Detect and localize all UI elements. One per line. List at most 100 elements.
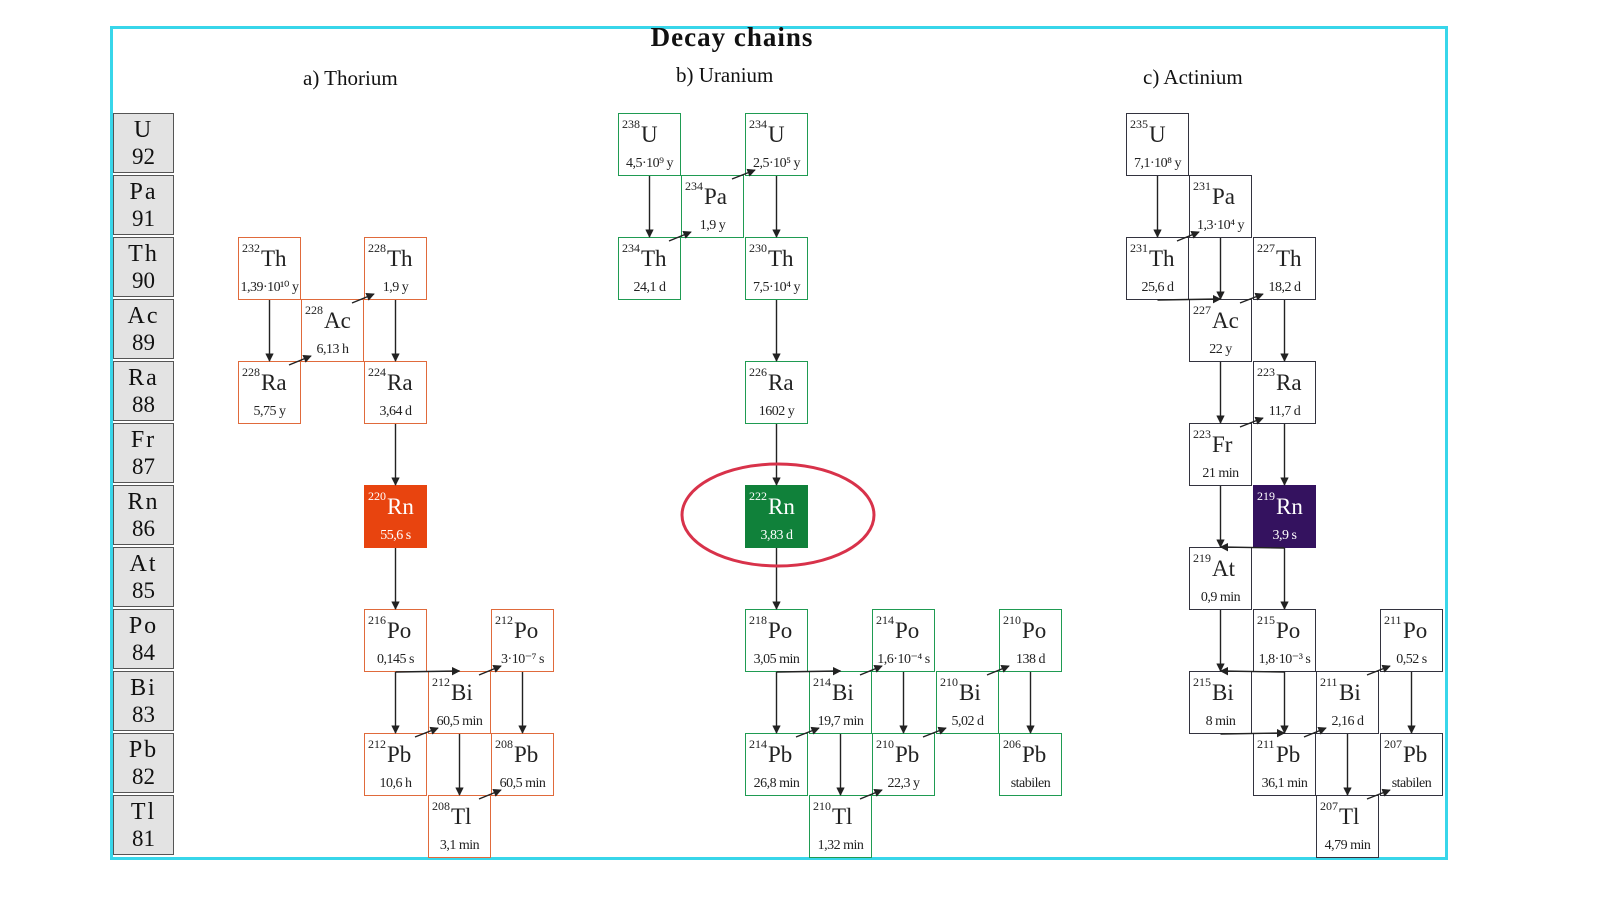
half-life: 1,32 min <box>817 838 864 853</box>
mass-number: 220 <box>368 489 386 503</box>
half-life: 25,6 d <box>1141 280 1175 295</box>
element-symbol: Bi <box>959 680 981 705</box>
half-life: 5,02 d <box>951 714 985 729</box>
half-life: 0,9 min <box>1200 590 1241 605</box>
element-symbol: Ac <box>1212 308 1239 333</box>
row-atomic-number: 91 <box>132 206 155 231</box>
half-life: 4,5·10⁹ y <box>625 156 674 171</box>
half-life: 24,1 d <box>633 280 667 295</box>
half-life: 22,3 y <box>887 776 921 791</box>
row-symbol: Po <box>128 613 159 639</box>
element-symbol: Ra <box>261 370 287 395</box>
element-symbol: Po <box>768 618 793 643</box>
mass-number: 210 <box>1003 613 1021 627</box>
half-life: 8 min <box>1205 714 1236 729</box>
half-life: 3·10⁻⁷ s <box>501 652 544 667</box>
subtitle-actinium: c) Actinium <box>1143 65 1243 89</box>
row-atomic-number: 90 <box>132 268 155 293</box>
element-symbol: Fr <box>1212 432 1233 457</box>
mass-number: 218 <box>749 613 767 627</box>
row-symbol: At <box>129 551 158 577</box>
mass-number: 230 <box>749 241 767 255</box>
mass-number: 214 <box>749 737 767 751</box>
half-life: 0,52 s <box>1396 652 1427 667</box>
half-life: 5,75 y <box>253 404 287 419</box>
mass-number: 210 <box>876 737 894 751</box>
row-symbol: Tl <box>130 799 157 825</box>
half-life: 0,145 s <box>377 652 414 667</box>
element-symbol: Tl <box>1339 804 1360 829</box>
mass-number: 211 <box>1320 675 1338 689</box>
element-symbol: Pb <box>1276 742 1301 767</box>
half-life: 1602 y <box>758 404 795 419</box>
mass-number: 222 <box>749 489 767 503</box>
half-life: 2,16 d <box>1331 714 1365 729</box>
mass-number: 232 <box>242 241 260 255</box>
row-atomic-number: 82 <box>132 764 155 789</box>
element-symbol: Th <box>1149 246 1175 271</box>
page-title: Decay chains <box>650 22 814 52</box>
row-symbol: Ac <box>127 303 160 329</box>
mass-number: 226 <box>749 365 767 379</box>
row-symbol: Fr <box>130 427 157 453</box>
element-symbol: U <box>768 122 785 147</box>
row-atomic-number: 83 <box>132 702 155 727</box>
mass-number: 228 <box>242 365 260 379</box>
element-symbol: Tl <box>832 804 853 829</box>
half-life: 22 y <box>1209 342 1232 357</box>
half-life: 10,6 h <box>379 776 413 791</box>
half-life: stabilen <box>1391 776 1432 791</box>
mass-number: 216 <box>368 613 386 627</box>
element-symbol: Th <box>768 246 794 271</box>
row-atomic-number: 86 <box>132 516 155 541</box>
element-symbol: Th <box>261 246 287 271</box>
element-symbol: Th <box>1276 246 1302 271</box>
half-life: 21 min <box>1202 466 1239 481</box>
mass-number: 228 <box>368 241 386 255</box>
row-symbol: Pb <box>128 737 159 763</box>
row-symbol: Rn <box>127 489 160 515</box>
row-atomic-number: 92 <box>132 144 155 169</box>
row-symbol: Bi <box>130 675 157 701</box>
half-life: 11,7 d <box>1268 404 1301 419</box>
element-symbol: Pb <box>1022 742 1047 767</box>
element-symbol: Pb <box>514 742 539 767</box>
half-life: 1,39·10¹⁰ y <box>240 280 299 295</box>
half-life: 1,3·10⁴ y <box>1196 218 1245 233</box>
row-atomic-number: 81 <box>132 826 155 851</box>
element-symbol: Pa <box>1212 184 1235 209</box>
mass-number: 238 <box>622 117 640 131</box>
mass-number: 234 <box>685 179 703 193</box>
